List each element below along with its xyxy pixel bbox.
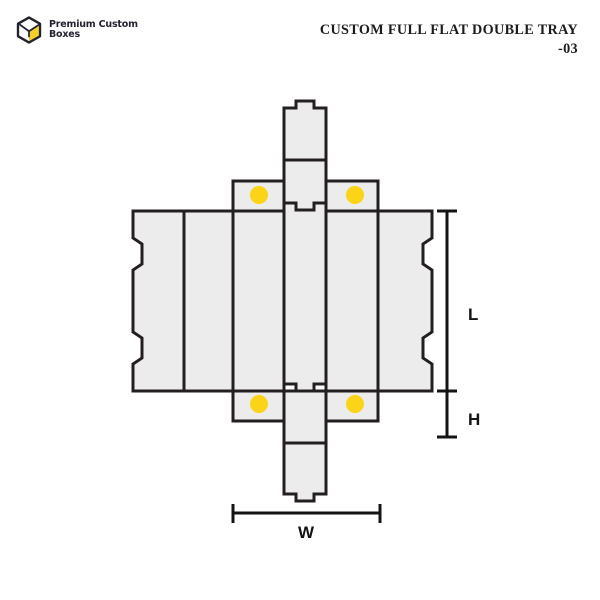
page-title-sub: -03	[558, 41, 578, 57]
top-outer-flap	[282, 99, 328, 162]
glue-dot-bottom-left	[250, 395, 268, 413]
dimension-length-label: L	[468, 305, 478, 324]
dimension-width: W	[231, 504, 382, 542]
bottom-inner-panel	[282, 389, 328, 445]
brand-name: Premium Custom Boxes	[49, 20, 138, 39]
dimension-height-label: H	[468, 410, 480, 429]
brand-name-line-2: Boxes	[49, 29, 80, 40]
brand-name-line-1: Premium Custom	[49, 19, 138, 31]
dimension-length: L	[437, 209, 478, 393]
glue-dot-bottom-right	[346, 395, 364, 413]
page-title: CUSTOM FULL FLAT DOUBLE TRAY -03	[320, 22, 578, 58]
page-header: Premium Custom Boxes CUSTOM FULL FLAT DO…	[0, 0, 600, 72]
page-title-main: CUSTOM FULL FLAT DOUBLE TRAY	[319, 22, 578, 38]
dimension-width-label: W	[298, 523, 315, 542]
brand-logo: Premium Custom Boxes	[16, 16, 138, 44]
glue-dot-top-left	[250, 186, 268, 204]
glue-dot-top-right	[346, 186, 364, 204]
dimension-height: H	[437, 391, 480, 439]
hexagon-box-icon	[16, 16, 42, 44]
bottom-outer-flap	[282, 441, 328, 503]
